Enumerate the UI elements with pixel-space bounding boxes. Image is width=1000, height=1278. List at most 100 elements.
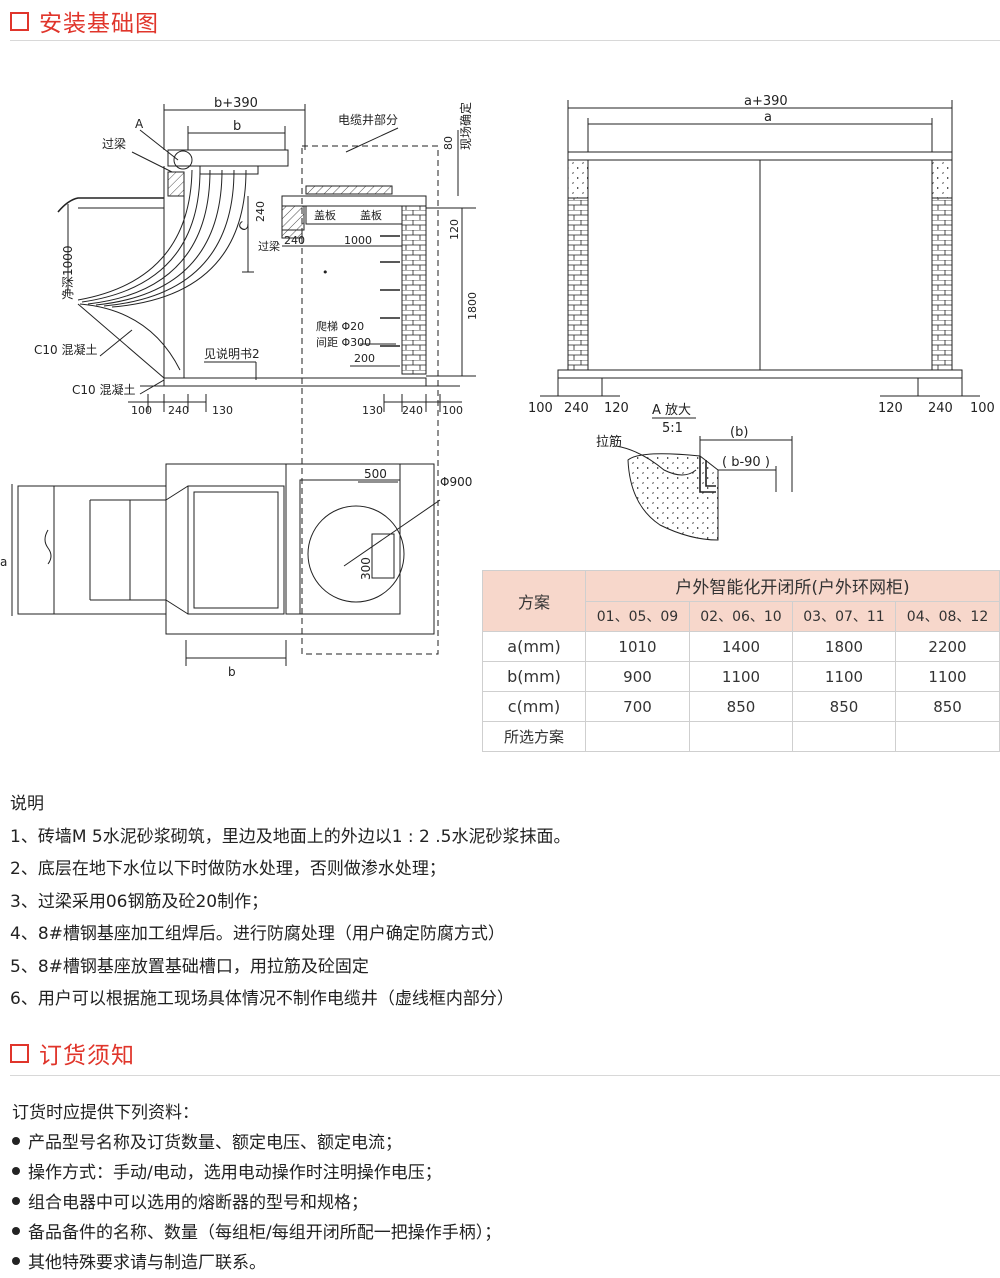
square-icon	[10, 1043, 29, 1063]
table-cell	[894, 721, 1000, 752]
dim-b-plan: b	[228, 665, 236, 679]
table-cell: 1100	[894, 661, 1000, 692]
dim-r-120a: 120	[604, 401, 629, 416]
list-item-text: 产品型号名称及订货数量、额定电压、额定电流；	[28, 1133, 402, 1153]
table-cell: 850	[689, 691, 793, 722]
label-c10a: C10 混凝土	[34, 342, 97, 357]
note-item: 3、过梁采用06钢筋及砼20制作；	[10, 891, 269, 912]
dim-r-240a: 240	[564, 401, 589, 416]
table-subheader: 02、06、10	[689, 600, 793, 632]
section-title: 安装基础图	[39, 11, 159, 37]
foundation-drawing-left: b+390 b A 过梁 净深1000 C 电缆井部分 盖板 盖板 爬梯 Φ20…	[0, 96, 479, 679]
notes-heading: 说明	[10, 794, 44, 814]
table-cell: 850	[894, 691, 1000, 722]
table-row: a(mm) 1010 1400 1800 2200	[482, 631, 1000, 662]
table-cell: 700	[585, 691, 690, 722]
list-item-text: 组合电器中可以选用的熔断器的型号和规格；	[28, 1193, 368, 1213]
section-header-order: 订货须知	[10, 1036, 135, 1070]
dim-phi900: Φ900	[440, 475, 472, 489]
table-cell: 900	[585, 661, 690, 692]
bullet-icon	[12, 1257, 20, 1265]
table-header-scheme: 方案	[482, 570, 586, 632]
order-intro: 订货时应提供下列资料：	[12, 1103, 199, 1123]
dim-r-240b: 240	[928, 401, 953, 416]
bullet-icon	[12, 1227, 20, 1235]
note-item: 2、底层在地下水位以下时做防水处理，否则做渗水处理；	[10, 859, 446, 879]
label-see-note: 见说明书2	[204, 346, 260, 361]
section-header-install: 安装基础图	[10, 4, 159, 38]
list-item-text: 操作方式：手动/电动，选用电动操作时注明操作电压；	[28, 1163, 442, 1183]
table-cell: 850	[792, 691, 896, 722]
label-beam2: 过梁	[258, 239, 280, 253]
label-c: C	[235, 219, 251, 233]
order-block: 订货时应提供下列资料： 产品型号名称及订货数量、额定电压、额定电流； 操作方式：…	[12, 1098, 501, 1278]
label-scale: 5:1	[662, 421, 683, 436]
list-item: 组合电器中可以选用的熔断器的型号和规格；	[12, 1188, 501, 1218]
dot-mark: •	[322, 266, 329, 279]
table-cell: 1100	[792, 661, 896, 692]
divider	[10, 40, 1000, 41]
dim-100b: 100	[442, 404, 463, 417]
note-item: 4、8#槽钢基座加工组焊后。进行防腐处理（用户确定防腐方式）	[10, 924, 505, 944]
label-a: A	[135, 117, 144, 131]
dim-b390: b+390	[214, 96, 258, 111]
table-subheader: 01、05、09	[585, 600, 690, 632]
label-cover1: 盖板	[314, 208, 336, 222]
section-title: 订货须知	[39, 1043, 135, 1069]
dim-a390: a+390	[744, 94, 788, 109]
label-c10b: C10 混凝土	[72, 382, 135, 397]
spec-table: 方案 户外智能化开闭所(户外环网柜) 01、05、09 02、06、10 03、…	[482, 570, 1000, 752]
row-label: 所选方案	[482, 721, 586, 752]
list-item: 操作方式：手动/电动，选用电动操作时注明操作电压；	[12, 1158, 501, 1188]
dim-r-120b: 120	[878, 401, 903, 416]
label-rebar: 拉筋	[596, 434, 622, 450]
bullet-icon	[12, 1137, 20, 1145]
bullet-icon	[12, 1167, 20, 1175]
label-depth: 净深1000	[61, 245, 75, 300]
label-cable-well: 电缆井部分	[338, 112, 398, 127]
row-label: b(mm)	[482, 661, 586, 692]
list-item: 其他特殊要求请与制造厂联系。	[12, 1248, 501, 1278]
list-item-text: 备品备件的名称、数量（每组柜/每组开闭所配一把操作手柄）；	[28, 1223, 502, 1243]
divider	[10, 1075, 1000, 1076]
label-1000: 1000	[344, 234, 372, 247]
table-cell: 1010	[585, 631, 690, 662]
label-beam: 过梁	[102, 136, 126, 151]
label-240b: 240	[284, 234, 305, 247]
bullet-icon	[12, 1197, 20, 1205]
list-item: 备品备件的名称、数量（每组柜/每组开闭所配一把操作手柄）；	[12, 1218, 501, 1248]
label-cover2: 盖板	[360, 208, 382, 222]
label-120: 120	[448, 219, 461, 240]
row-label: a(mm)	[482, 631, 586, 662]
table-header-group: 户外智能化开闭所(户外环网柜)	[584, 570, 1000, 602]
dim-240b: 240	[402, 404, 423, 417]
dim-r-100a: 100	[528, 401, 553, 416]
row-label: c(mm)	[482, 691, 586, 722]
label-240a: 240	[254, 201, 267, 222]
dim-130a: 130	[212, 404, 233, 417]
table-cell	[792, 721, 896, 752]
note-item: 1、砖墙M 5水泥砂浆砌筑，里边及地面上的外边以1 : 2 .5水泥砂浆抹面。	[10, 826, 571, 847]
label-1800: 1800	[466, 292, 479, 320]
dim-a-plan: a	[0, 555, 7, 569]
label-200: 200	[354, 352, 375, 365]
dim-b: b	[233, 119, 241, 134]
square-icon	[10, 11, 29, 31]
label-b: (b)	[730, 425, 748, 440]
label-ladder: 爬梯 Φ20	[316, 320, 364, 333]
dim-r-100b: 100	[970, 401, 995, 416]
dim-500: 500	[364, 467, 387, 481]
table-cell	[585, 721, 690, 752]
table-subheader: 03、07、11	[792, 600, 896, 632]
label-site: 现场确定	[458, 102, 473, 150]
dim-a: a	[764, 110, 772, 125]
list-item-text: 其他特殊要求请与制造厂联系。	[28, 1253, 266, 1273]
table-cell: 2200	[894, 631, 1000, 662]
list-item: 产品型号名称及订货数量、额定电压、额定电流；	[12, 1128, 501, 1158]
dim-300: 300	[359, 557, 373, 580]
label-detail: A 放大	[652, 403, 691, 418]
foundation-drawing-right: a+390 a 100 240 120 120 240 100 A 放大 5:1…	[528, 94, 995, 541]
table-cell	[689, 721, 793, 752]
label-b90: ( b-90 )	[722, 455, 770, 470]
notes-block: 说明 1、砖墙M 5水泥砂浆砌筑，里边及地面上的外边以1 : 2 .5水泥砂浆抹…	[10, 788, 571, 1016]
